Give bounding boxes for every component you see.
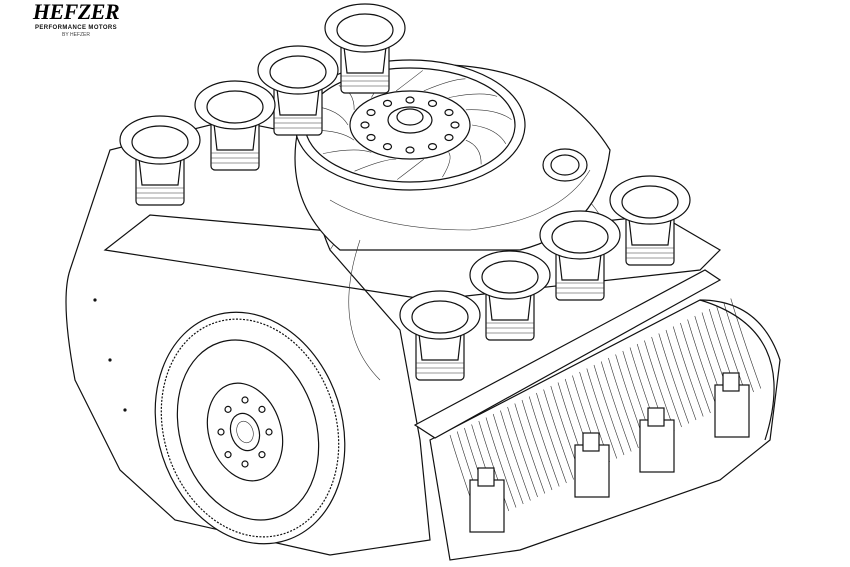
cooling-fin [593, 364, 625, 456]
ignition-coil [639, 407, 675, 473]
cooling-fin [492, 413, 524, 505]
fan-bolt-hole [360, 121, 370, 129]
fan-blade [465, 139, 482, 165]
cooling-fin [586, 368, 618, 459]
fan-blades [308, 70, 512, 180]
fan-bolt-hole [405, 96, 415, 104]
logo-brand: HEFZER [32, 0, 120, 24]
fan-blade [322, 149, 372, 154]
fan-bolt-hole [427, 143, 438, 151]
flywheel-bolt-hole [241, 460, 249, 468]
cylinder-bank-right [429, 298, 781, 561]
logo-tagline: BY HEFZER [62, 32, 90, 38]
fan-blade [471, 124, 507, 145]
intake-trumpet [257, 45, 339, 136]
fan-blade [448, 93, 498, 98]
intake-trumpet [324, 3, 406, 94]
cooling-fin [608, 357, 639, 449]
cooling-fins [449, 298, 762, 526]
cooling-fin [600, 361, 632, 452]
cooling-fin [687, 319, 718, 410]
ignition-coil [714, 372, 750, 438]
cooling-fin [680, 322, 711, 414]
fan-blade [442, 152, 451, 178]
flywheel-bolt-hole [224, 405, 232, 413]
fan-blade [397, 158, 424, 180]
fan-blade [354, 158, 397, 172]
intake-trumpets-right [399, 175, 691, 381]
cooling-fin [521, 399, 553, 491]
cooling-fin [543, 389, 574, 480]
fan-bolt-hole [405, 146, 415, 154]
fan-bolt-hole [427, 99, 438, 107]
cooling-fin [485, 417, 517, 508]
fan-blade [423, 78, 466, 92]
flywheel-bolt-hole [241, 396, 249, 404]
ignition-coil [574, 432, 610, 498]
cooling-fin [514, 403, 546, 494]
flywheel-bolt-hole [258, 451, 266, 459]
fan-bolt-hole [382, 143, 393, 151]
logo-subtitle: PERFORMANCE MOTORS [34, 25, 118, 31]
ignition-coils [469, 372, 750, 533]
cooling-fin [528, 396, 560, 487]
cooling-fin [672, 326, 704, 417]
intake-trumpet [609, 175, 691, 266]
flywheel-bolt-hole [217, 428, 225, 436]
ignition-coil [469, 467, 505, 533]
intake-trumpets-left [119, 3, 406, 206]
flywheel-bolt-hole [258, 405, 266, 413]
flywheel-bolt-hole [224, 451, 232, 459]
cooling-fin [658, 333, 690, 424]
intake-trumpet [119, 115, 201, 206]
cooling-fin [500, 410, 531, 501]
fan-bolt-hole [366, 108, 376, 117]
flywheel [154, 311, 346, 545]
fan-blade [396, 70, 423, 92]
cooling-fin [730, 298, 762, 389]
fan-bolt-hole [444, 108, 454, 117]
cooling-fin [651, 336, 682, 428]
alternator-pulley [542, 148, 588, 182]
intake-trumpet [194, 80, 276, 171]
cooling-fin [478, 420, 510, 512]
flywheel-bolt-holes [217, 396, 273, 468]
intake-trumpet [469, 250, 551, 341]
fan-blade [465, 109, 512, 120]
flywheel-bolt-hole [265, 428, 273, 436]
intake-rail [413, 269, 722, 439]
brand-logo: HEFZER PERFORMANCE MOTORS BY HEFZER [24, 0, 128, 39]
fan-bolt-hole [450, 121, 460, 129]
cooling-fin [536, 392, 567, 484]
fan-bolt-hole [444, 133, 454, 142]
cooling-fin [665, 329, 697, 421]
fan-bolt-hole [366, 133, 376, 142]
intake-trumpet [399, 290, 481, 381]
cooling-fin [507, 406, 538, 498]
fan-bolt-holes [360, 96, 460, 154]
intake-trumpet [539, 210, 621, 301]
fan-bolt-hole [382, 99, 393, 107]
